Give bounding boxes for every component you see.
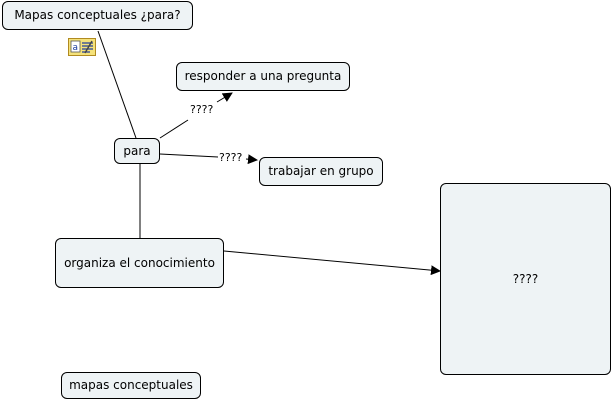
concept-root-label: Mapas conceptuales ¿para? xyxy=(14,8,181,23)
concept-unknown-label: ???? xyxy=(512,271,539,286)
link-organiza-unknown xyxy=(223,250,441,276)
concept-trabajar[interactable]: trabajar en grupo xyxy=(259,157,383,186)
concept-mapas[interactable]: mapas conceptuales xyxy=(61,372,201,399)
link-root-para xyxy=(97,30,137,139)
svg-text:a: a xyxy=(73,43,79,53)
concept-responder[interactable]: responder a una pregunta xyxy=(176,62,350,91)
concept-organiza[interactable]: organiza el conocimiento xyxy=(55,238,224,288)
link-label1-responder xyxy=(216,92,233,103)
link-label2-trabajar xyxy=(245,154,258,165)
link-para-label1 xyxy=(159,119,189,139)
text-annotation-icon[interactable]: a xyxy=(68,38,96,56)
link-label-responder-text: ???? xyxy=(190,103,214,116)
concept-unknown[interactable]: ???? xyxy=(440,183,611,375)
concept-para-label: para xyxy=(123,143,151,158)
concept-root[interactable]: Mapas conceptuales ¿para? xyxy=(2,1,193,30)
concept-para[interactable]: para xyxy=(114,138,160,164)
link-label-trabajar-text: ???? xyxy=(219,151,243,164)
concept-mapas-label: mapas conceptuales xyxy=(69,378,193,393)
link-para-label2 xyxy=(159,153,219,158)
concept-trabajar-label: trabajar en grupo xyxy=(268,164,374,179)
link-label-trabajar[interactable]: ???? xyxy=(218,151,244,164)
link-label-responder[interactable]: ???? xyxy=(189,103,215,116)
concept-organiza-label: organiza el conocimiento xyxy=(64,255,215,270)
concept-responder-label: responder a una pregunta xyxy=(184,69,342,84)
